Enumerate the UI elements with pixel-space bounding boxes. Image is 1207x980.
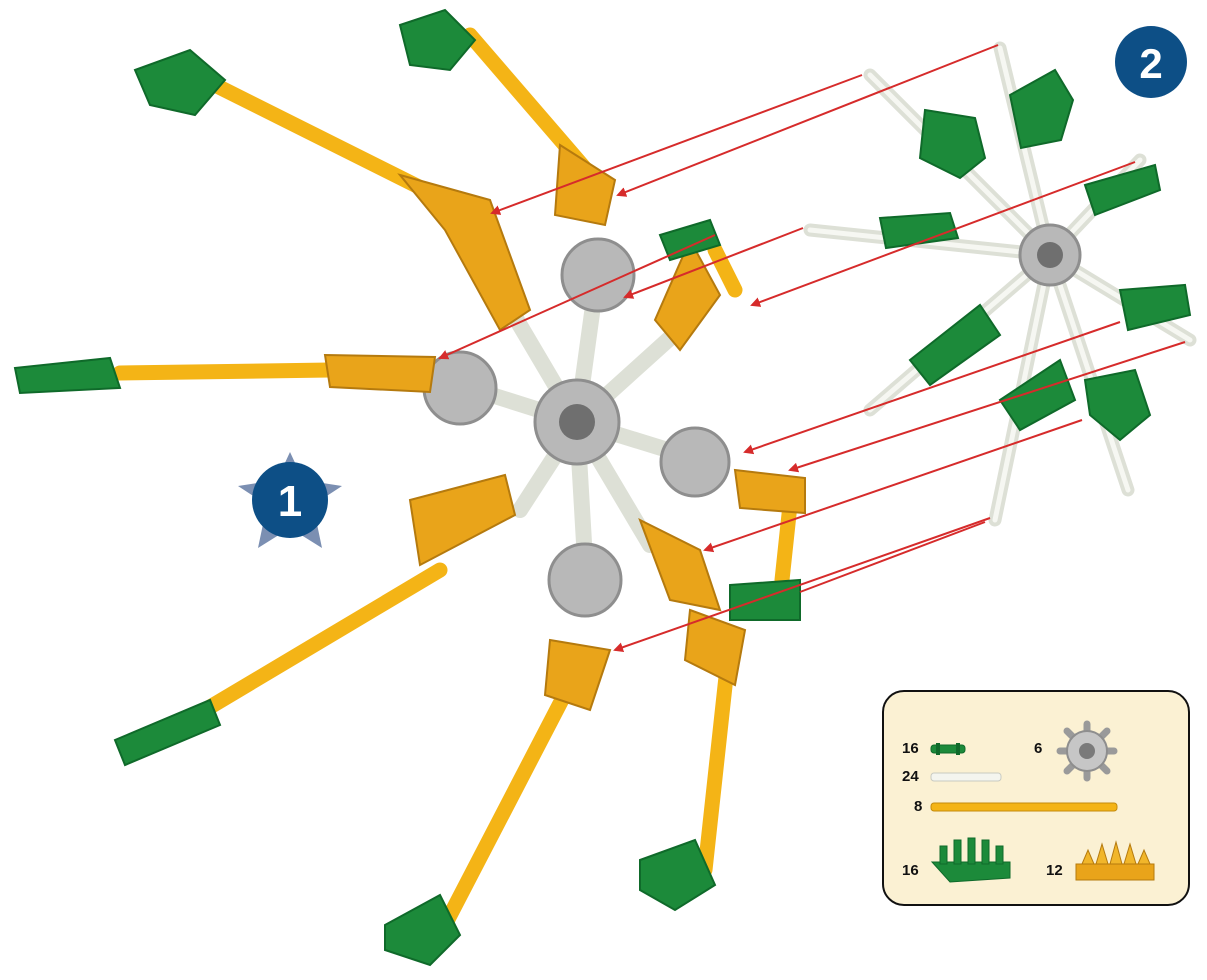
gray-round-connector-icon [1056,720,1118,782]
count-green-connector-rod: 16 [902,740,919,757]
step-1-number: 1 [278,477,302,526]
step-1-badge: 1 [238,452,342,548]
white-rod-icon [930,772,1002,782]
step-2-subassembly [803,41,1197,527]
count-yellow-rod: 8 [914,798,923,815]
count-yellow-half-connector: 12 [1046,862,1063,879]
green-connector-rod-icon [930,743,966,755]
parts-legend: 16 6 24 8 16 12 [882,690,1190,906]
count-white-rod: 24 [902,768,919,785]
yellow-rod-icon [930,802,1118,812]
step-2-badge: 2 [1115,26,1187,98]
yellow-half-connector-icon [1075,840,1155,881]
count-green-half-connector: 16 [902,862,919,879]
count-gray-round-connector: 6 [1034,740,1043,757]
assembly-arrows [438,44,1186,653]
step-2-number: 2 [1139,40,1162,87]
green-half-connector-icon [930,837,1011,883]
step-1-assembly [13,8,806,967]
